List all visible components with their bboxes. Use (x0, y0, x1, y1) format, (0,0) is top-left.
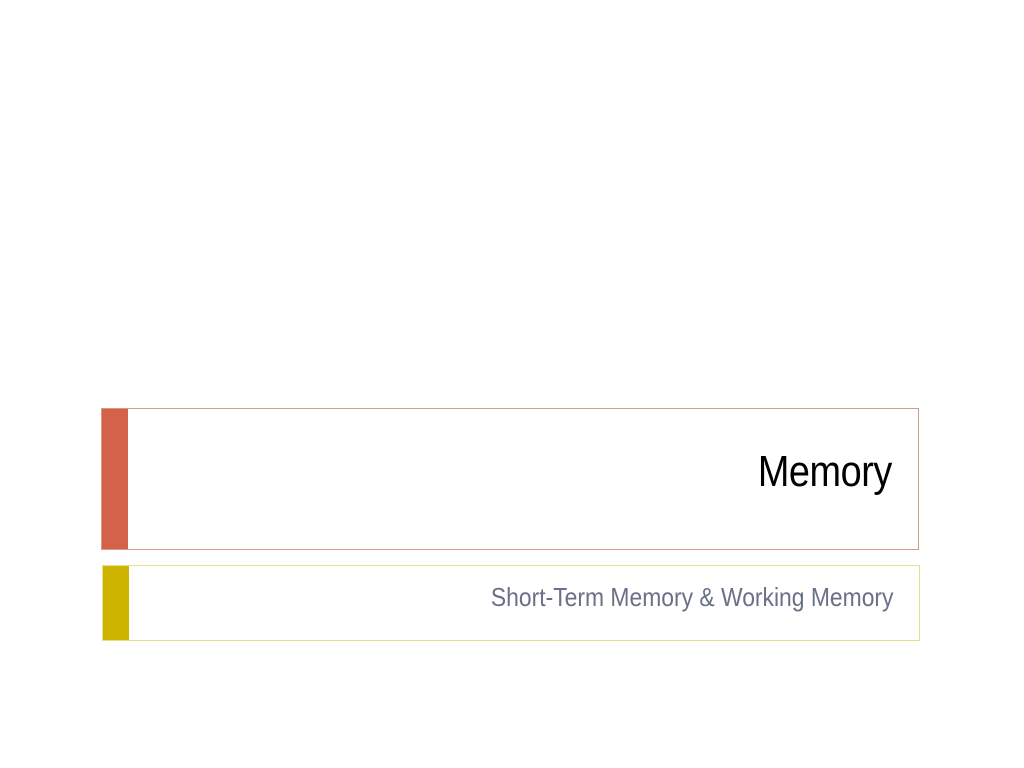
subtitle-accent-bar (103, 566, 129, 640)
title-box: Memory (101, 408, 919, 550)
subtitle-box: Short-Term Memory & Working Memory (102, 565, 920, 641)
slide-title: Memory (757, 447, 893, 496)
slide-subtitle: Short-Term Memory & Working Memory (490, 582, 893, 612)
title-accent-bar (102, 409, 128, 549)
